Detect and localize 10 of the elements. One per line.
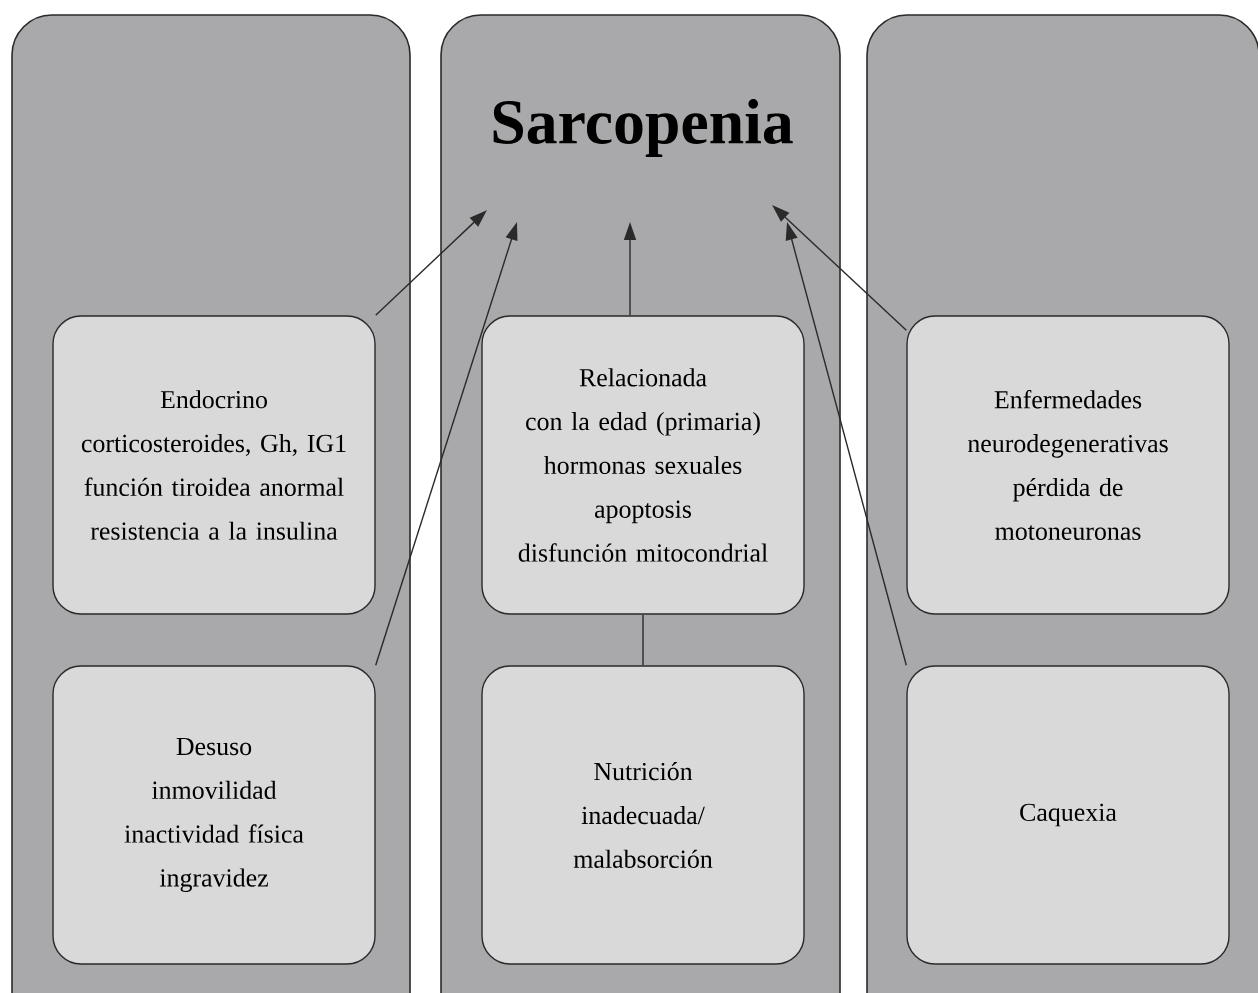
connector-line (642, 614, 644, 666)
arrow (772, 205, 907, 331)
cause-box: Desuso inmovilidad inactividad física ingravidez (52, 665, 376, 965)
cause-box: Relacionada con la edad (primaria) hormonas sexuales apoptosis disfunción mitocondrial (481, 315, 805, 615)
cause-box: Caquexia (906, 665, 1230, 965)
cause-box: Nutrición inadecuada/ malabsorción (481, 665, 805, 965)
cause-box: Endocrino corticosteroides, Gh, IG1 función tiroidea anormal resistencia a la insulina (52, 315, 376, 615)
cause-box: Enfermedades neurodegenerativas pérdida de motoneuronas (906, 315, 1230, 615)
title-text: Sarcopenia (493, 99, 793, 157)
arrow (375, 210, 487, 316)
